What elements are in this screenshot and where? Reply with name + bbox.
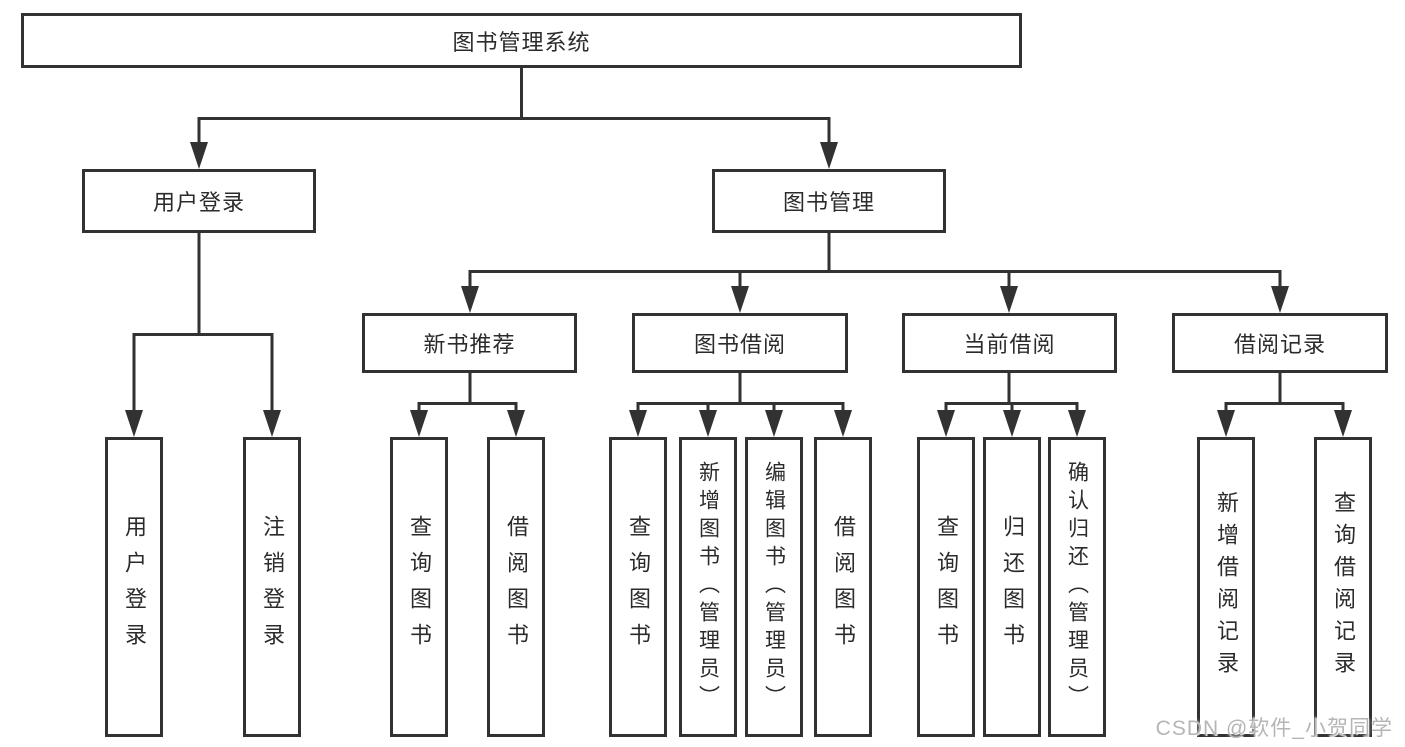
leaf-query-books-borrowing: 查询图书 — [609, 437, 667, 737]
node-label: 当前借阅 — [963, 332, 1056, 357]
leaf-add-books-admin: 新增图书（管理员） — [679, 437, 737, 737]
node-label: 确认归还（管理员） — [1065, 461, 1089, 713]
node-label: 图书管理系统 — [452, 29, 591, 55]
arrow-down-icon — [820, 142, 838, 169]
leaf-user-login: 用户登录 — [105, 437, 163, 737]
arrow-down-icon — [731, 286, 749, 313]
arrow-down-icon — [765, 410, 783, 437]
leaf-query-books-recommend: 查询图书 — [390, 437, 448, 737]
node-library-management-system: 图书管理系统 — [21, 13, 1022, 68]
node-label: 归还图书 — [1000, 515, 1025, 659]
leaf-borrow-books-borrowing: 借阅图书 — [814, 437, 872, 737]
arrow-down-icon — [125, 410, 143, 437]
arrow-down-icon — [410, 410, 428, 437]
node-user-login-branch: 用户登录 — [82, 169, 316, 233]
node-label: 新增图书（管理员） — [696, 461, 720, 713]
leaf-add-borrow-record: 新增借阅记录 — [1197, 437, 1255, 737]
node-label: 新书推荐 — [423, 332, 516, 357]
arrow-down-icon — [1217, 410, 1235, 437]
node-book-borrowing: 图书借阅 — [632, 313, 848, 373]
node-label: 编辑图书（管理员） — [762, 461, 786, 713]
node-label: 查询图书 — [626, 515, 651, 659]
node-new-book-recommend: 新书推荐 — [362, 313, 577, 373]
node-label: 借阅图书 — [831, 515, 856, 659]
node-label: 查询图书 — [934, 515, 959, 659]
node-label: 用户登录 — [122, 515, 147, 659]
arrow-down-icon — [937, 410, 955, 437]
arrow-down-icon — [1271, 286, 1289, 313]
arrow-down-icon — [1003, 410, 1021, 437]
arrow-down-icon — [699, 410, 717, 437]
node-borrowing-records: 借阅记录 — [1172, 313, 1388, 373]
node-label: 查询图书 — [407, 515, 432, 659]
leaf-query-borrow-record: 查询借阅记录 — [1314, 437, 1372, 737]
node-book-management-branch: 图书管理 — [712, 169, 946, 233]
leaf-logout-login: 注销登录 — [243, 437, 301, 737]
arrow-down-icon — [629, 410, 647, 437]
leaf-query-books-current: 查询图书 — [917, 437, 975, 737]
leaf-confirm-return-admin: 确认归还（管理员） — [1048, 437, 1106, 737]
arrow-down-icon — [507, 410, 525, 437]
leaf-return-books: 归还图书 — [983, 437, 1041, 737]
arrow-down-icon — [834, 410, 852, 437]
arrow-down-icon — [190, 142, 208, 169]
arrow-down-icon — [461, 286, 479, 313]
node-label: 用户登录 — [152, 190, 245, 215]
arrow-down-icon — [1068, 410, 1086, 437]
arrow-down-icon — [1334, 410, 1352, 437]
arrow-down-icon — [1000, 286, 1018, 313]
csdn-watermark: CSDN @软件_小贺同学 — [1155, 717, 1393, 740]
node-label: 图书管理 — [782, 190, 875, 215]
node-label: 查询借阅记录 — [1331, 491, 1356, 683]
leaf-borrow-books-recommend: 借阅图书 — [487, 437, 545, 737]
node-label: 借阅记录 — [1233, 332, 1326, 357]
node-label: 图书借阅 — [693, 332, 786, 357]
node-label: 注销登录 — [260, 515, 285, 659]
node-current-borrowing: 当前借阅 — [902, 313, 1117, 373]
leaf-edit-books-admin: 编辑图书（管理员） — [745, 437, 803, 737]
arrow-down-icon — [263, 410, 281, 437]
node-label: 新增借阅记录 — [1214, 491, 1239, 683]
node-label: 借阅图书 — [504, 515, 529, 659]
